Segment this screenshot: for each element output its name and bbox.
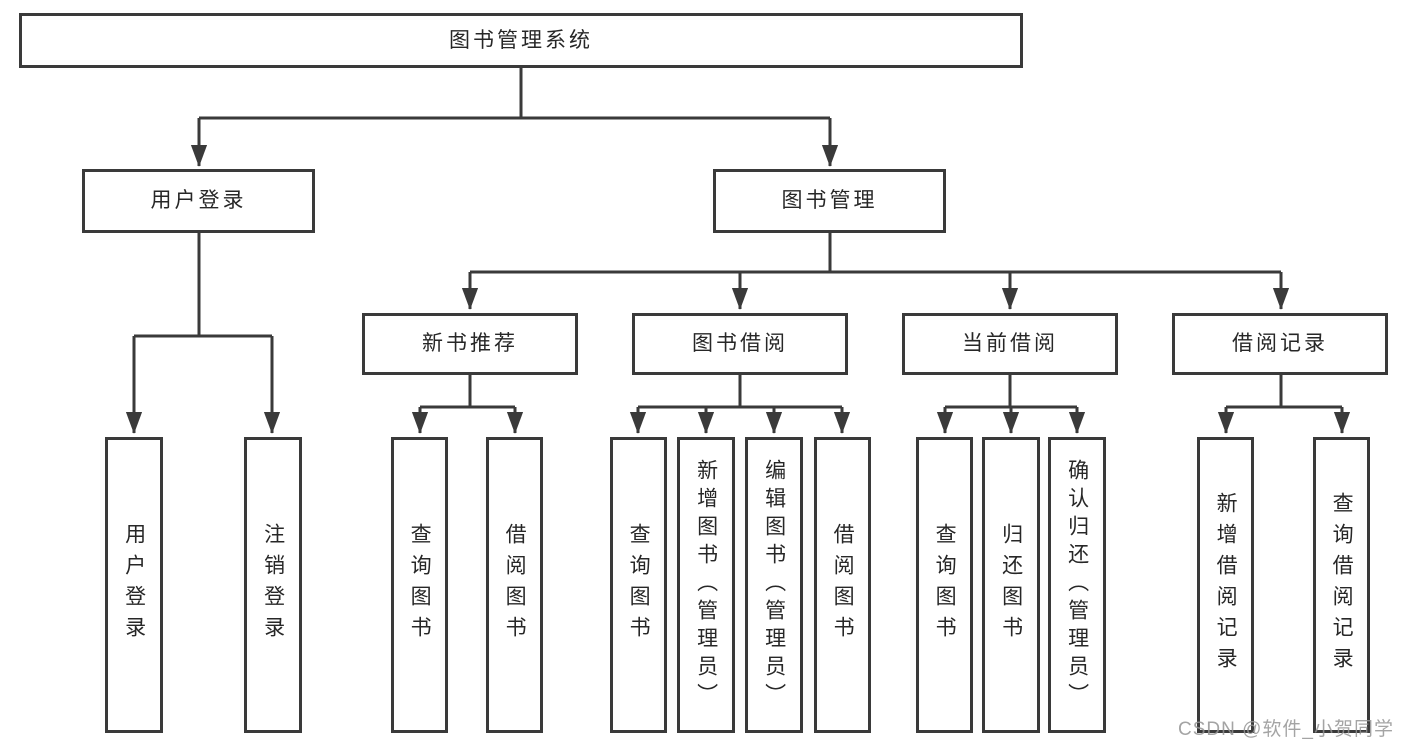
leaf-borrow-borrow-book: 借阅图书 <box>814 437 871 733</box>
node-borrow-record-label: 借阅记录 <box>1232 332 1328 356</box>
node-current-borrow: 当前借阅 <box>902 313 1118 375</box>
leaf-confirm-return-admin-label: 确认归还（管理员） <box>1065 459 1089 711</box>
leaf-current-query-book-label: 查询图书 <box>933 523 957 647</box>
leaf-query-borrow-record: 查询借阅记录 <box>1313 437 1370 733</box>
leaf-return-book-label: 归还图书 <box>999 523 1023 647</box>
leaf-borrow-borrow-book-label: 借阅图书 <box>831 523 855 647</box>
leaf-add-book-admin-label: 新增图书（管理员） <box>694 459 718 711</box>
leaf-rec-query-book-label: 查询图书 <box>408 523 432 647</box>
connector-borrow-record-branch <box>1226 375 1342 409</box>
leaf-return-book: 归还图书 <box>982 437 1040 733</box>
leaf-user-login: 用户登录 <box>105 437 163 733</box>
node-user-login: 用户登录 <box>82 169 315 233</box>
node-book-management-label: 图书管理 <box>781 189 878 213</box>
node-borrow-record: 借阅记录 <box>1172 313 1388 375</box>
leaf-query-borrow-record-label: 查询借阅记录 <box>1330 492 1354 678</box>
connector-current-borrow-branch <box>945 375 1077 409</box>
leaf-confirm-return-admin: 确认归还（管理员） <box>1048 437 1106 733</box>
leaf-borrow-query-book: 查询图书 <box>610 437 667 733</box>
leaf-rec-borrow-book-label: 借阅图书 <box>503 523 527 647</box>
node-root: 图书管理系统 <box>19 13 1023 68</box>
leaf-edit-book-admin: 编辑图书（管理员） <box>745 437 803 733</box>
connector-user-login-branch <box>134 233 272 338</box>
leaf-edit-book-admin-label: 编辑图书（管理员） <box>762 459 786 711</box>
csdn-watermark: CSDN @软件_小贺同学 <box>1178 719 1394 740</box>
node-user-login-label: 用户登录 <box>150 189 247 213</box>
connector-book-management-branch <box>470 233 1281 274</box>
leaf-add-book-admin: 新增图书（管理员） <box>677 437 735 733</box>
node-book-borrow-label: 图书借阅 <box>692 332 788 356</box>
node-new-book-recommend: 新书推荐 <box>362 313 578 375</box>
node-book-borrow: 图书借阅 <box>632 313 848 375</box>
leaf-add-borrow-record: 新增借阅记录 <box>1197 437 1254 733</box>
node-current-borrow-label: 当前借阅 <box>962 332 1058 356</box>
connector-root-branch <box>199 68 830 120</box>
node-root-label: 图书管理系统 <box>449 28 593 52</box>
leaf-current-query-book: 查询图书 <box>916 437 973 733</box>
connector-book-borrow-branch <box>638 375 842 409</box>
leaf-rec-borrow-book: 借阅图书 <box>486 437 543 733</box>
leaf-logout-label: 注销登录 <box>261 523 285 647</box>
node-book-management: 图书管理 <box>713 169 946 233</box>
leaf-rec-query-book: 查询图书 <box>391 437 448 733</box>
leaf-logout: 注销登录 <box>244 437 302 733</box>
leaf-user-login-label: 用户登录 <box>122 523 146 647</box>
leaf-add-borrow-record-label: 新增借阅记录 <box>1214 492 1238 678</box>
connector-new-book-rec-branch <box>420 375 515 409</box>
node-new-book-recommend-label: 新书推荐 <box>422 332 518 356</box>
leaf-borrow-query-book-label: 查询图书 <box>627 523 651 647</box>
